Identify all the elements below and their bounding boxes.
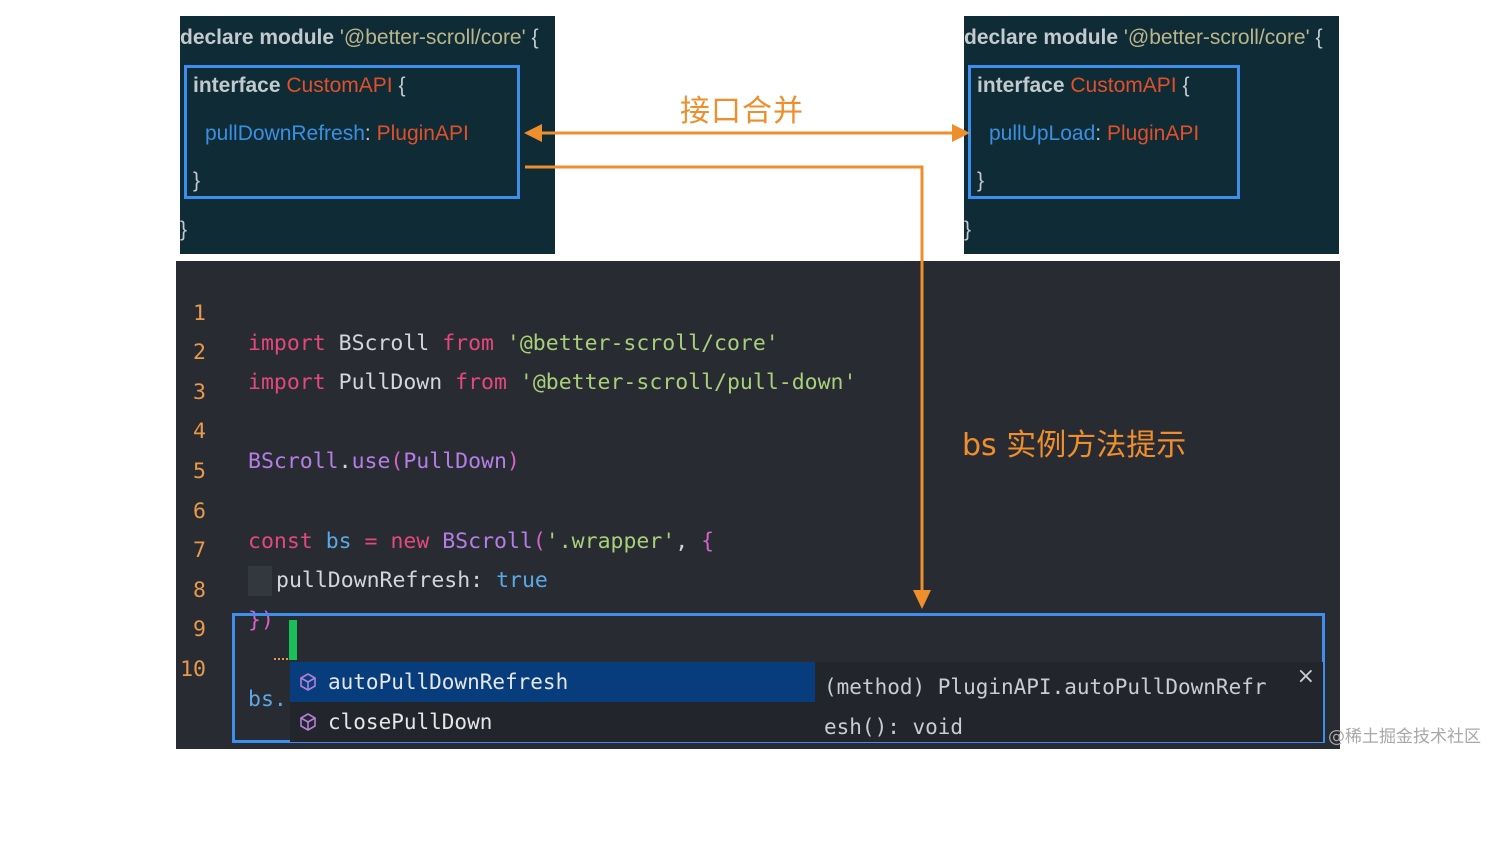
merge-annotation-label: 接口合并 — [680, 94, 804, 129]
line-number: 7 — [193, 538, 206, 563]
property-line: pullDownRefresh: PluginAPI — [205, 122, 469, 145]
error-squiggle — [274, 654, 288, 660]
text-cursor — [289, 620, 297, 660]
detail-signature-continued: esh(): void — [824, 715, 964, 739]
method-cube-icon — [300, 673, 316, 691]
code-line-3: 3 — [176, 348, 228, 405]
code-line-10[interactable]: 10 bs. — [176, 625, 287, 712]
suggestion-detail-pane: (method) PluginAPI.autoPullDownRefr esh(… — [815, 662, 1323, 742]
line-number: 5 — [193, 459, 206, 484]
line-number: 8 — [193, 578, 206, 603]
close-icon[interactable]: × — [1296, 664, 1315, 689]
line-number: 4 — [193, 419, 206, 444]
hint-annotation-label: bs 实例方法提示 — [962, 428, 1187, 463]
method-cube-icon — [300, 713, 316, 731]
indent-guide — [248, 566, 272, 596]
declare-module-line: declare module '@better-scroll/core' { — [964, 26, 1323, 49]
line-number: 10 — [180, 657, 206, 682]
interface-close-line: } — [977, 169, 985, 192]
code-line-1: 1 import BScroll from '@better-scroll/co… — [176, 269, 779, 356]
line-number: 2 — [193, 340, 206, 365]
suggestion-item[interactable]: autoPullDownRefresh — [290, 662, 815, 702]
code-line-2: 2 import PullDown from '@better-scroll/p… — [176, 308, 856, 395]
code-line-5: 5 — [176, 427, 228, 484]
module-close-line: } — [964, 218, 972, 241]
interface-line: interface CustomAPI { — [977, 74, 1190, 97]
declare-module-line: declare module '@better-scroll/core' { — [180, 26, 539, 49]
interface-line: interface CustomAPI { — [193, 74, 406, 97]
line-number: 3 — [193, 380, 206, 405]
line-number: 9 — [193, 617, 206, 642]
suggestion-item[interactable]: closePullDown — [290, 702, 815, 742]
code-line-8: 8 }) — [176, 546, 274, 633]
interface-close-line: } — [193, 169, 201, 192]
detail-signature: (method) PluginAPI.autoPullDownRefr — [824, 675, 1267, 699]
property-line: pullUpLoad: PluginAPI — [989, 122, 1200, 145]
right-declaration-snippet: declare module '@better-scroll/core' { i… — [964, 16, 1339, 254]
code-line-6: 6 const bs = new BScroll('.wrapper', { — [176, 467, 714, 554]
left-declaration-snippet: declare module '@better-scroll/core' { i… — [180, 16, 555, 254]
line-number: 6 — [193, 499, 206, 524]
module-close-line: } — [180, 218, 188, 241]
code-line-4: 4 BScroll.use(PullDown) — [176, 387, 520, 474]
autocomplete-list[interactable]: autoPullDownRefresh closePullDown — [290, 662, 815, 742]
interface-highlight-box — [184, 65, 520, 199]
code-line-9: 9 — [176, 585, 228, 642]
watermark: @稀土掘金技术社区 — [1328, 727, 1481, 747]
line-number: 1 — [193, 301, 206, 326]
code-line-7: 7 pullDownRefresh: true — [176, 506, 548, 596]
